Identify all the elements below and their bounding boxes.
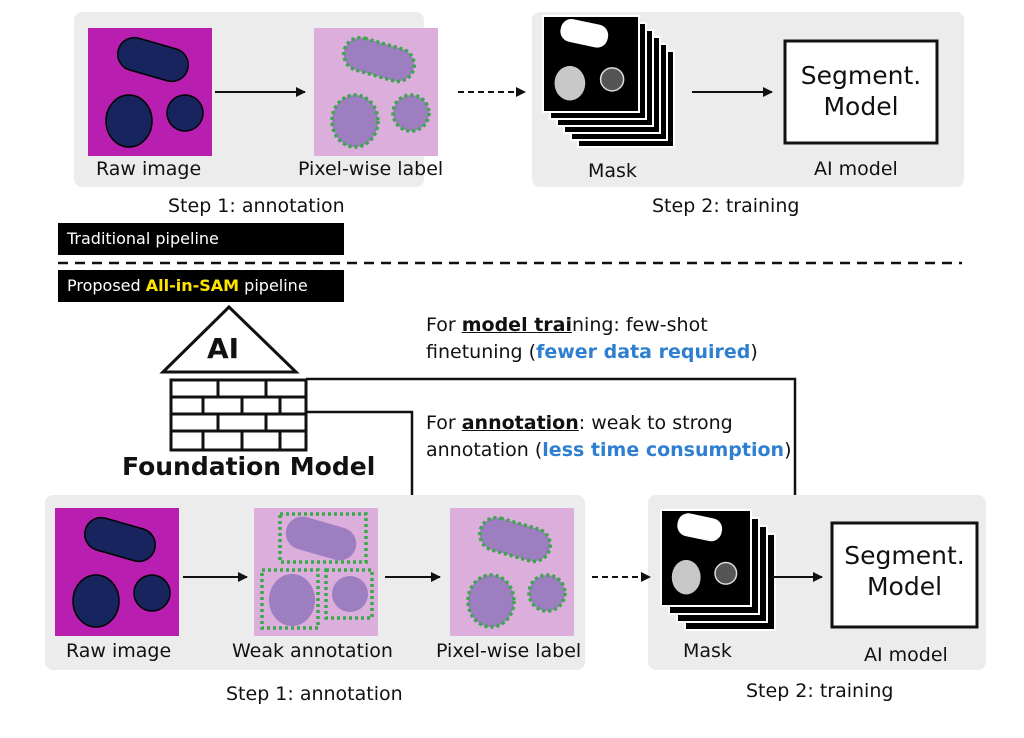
- proposed-mask-label: Mask: [683, 640, 732, 662]
- annotation-note-rest: : weak to strong: [578, 412, 733, 434]
- proposed-weak-annotation-image: [254, 508, 378, 636]
- training-note-line2-prefix: finetuning (: [426, 340, 537, 363]
- proposed-segment-model-box: [830, 521, 979, 629]
- foundation-model-house-icon: [159, 304, 308, 452]
- traditional-pixel-label-image: [314, 28, 438, 156]
- traditional-raw-image: [88, 28, 212, 156]
- proposed-ai-model-label: AI model: [864, 644, 948, 666]
- proposed-step2-caption: Step 2: training: [746, 680, 894, 702]
- annotation-note-prefix: For: [426, 412, 462, 434]
- training-note-prefix: For: [426, 314, 462, 336]
- traditional-model-line1: Segment.: [800, 61, 922, 90]
- annotation-note: For annotation: weak to strong annotatio…: [426, 412, 792, 462]
- proposed-bar-highlight: All-in-SAM: [145, 276, 240, 295]
- traditional-pixel-label-label: Pixel-wise label: [298, 158, 444, 180]
- annotation-note-bold: annotation: [461, 412, 579, 434]
- foundation-model-label: Foundation Model: [122, 452, 376, 481]
- proposed-pixel-label-image: [450, 508, 574, 636]
- annotation-note-line2-prefix: annotation (: [426, 438, 543, 461]
- proposed-pixel-label-label: Pixel-wise label: [436, 640, 582, 662]
- traditional-model-box-text: Segment. Model: [785, 60, 937, 123]
- proposed-pipeline-bar: Proposed All-in-SAM pipeline: [58, 270, 344, 302]
- proposed-bar-prefix: Proposed: [67, 276, 146, 295]
- proposed-step1-caption: Step 1: annotation: [226, 683, 403, 705]
- proposed-bar-suffix: pipeline: [239, 276, 308, 295]
- proposed-model-line2: Model: [866, 572, 943, 602]
- proposed-mask-stack: [660, 509, 776, 631]
- house-ai-label: AI: [207, 332, 240, 365]
- training-note-line1: For model training: few-shot: [426, 314, 758, 337]
- training-note-line2-suffix: ): [750, 340, 758, 363]
- proposed-weak-annotation-label: Weak annotation: [232, 640, 393, 662]
- traditional-ai-model-label: AI model: [814, 158, 898, 180]
- traditional-pipeline-bar: Traditional pipeline: [58, 223, 344, 255]
- traditional-mask-stack: [542, 15, 675, 148]
- traditional-step2-caption: Step 2: training: [652, 195, 800, 217]
- annotation-note-line2-suffix: ): [784, 438, 792, 461]
- training-note-bold: model trai: [461, 314, 572, 336]
- traditional-mask-label: Mask: [588, 160, 637, 182]
- annotation-note-line2: annotation (less time consumption): [426, 439, 792, 462]
- traditional-raw-image-label: Raw image: [96, 158, 202, 180]
- traditional-mask-frame: [542, 15, 640, 113]
- proposed-model-box-text: Segment. Model: [832, 540, 977, 603]
- traditional-step1-caption: Step 1: annotation: [168, 195, 345, 217]
- training-note-line2: finetuning (fewer data required): [426, 341, 758, 364]
- traditional-segment-model-box: [783, 39, 939, 145]
- proposed-model-line1: Segment.: [844, 541, 965, 570]
- proposed-mask-frame: [660, 509, 752, 607]
- proposed-raw-image-label: Raw image: [66, 640, 172, 662]
- traditional-model-line2: Model: [823, 92, 899, 122]
- proposed-raw-image: [55, 508, 179, 636]
- training-note: For model training: few-shot finetuning …: [426, 314, 758, 364]
- annotation-note-line1: For annotation: weak to strong: [426, 412, 792, 435]
- training-note-rest: ning: few-shot: [572, 314, 708, 336]
- training-note-highlight: fewer data required: [536, 340, 751, 363]
- annotation-note-highlight: less time consumption: [542, 438, 785, 461]
